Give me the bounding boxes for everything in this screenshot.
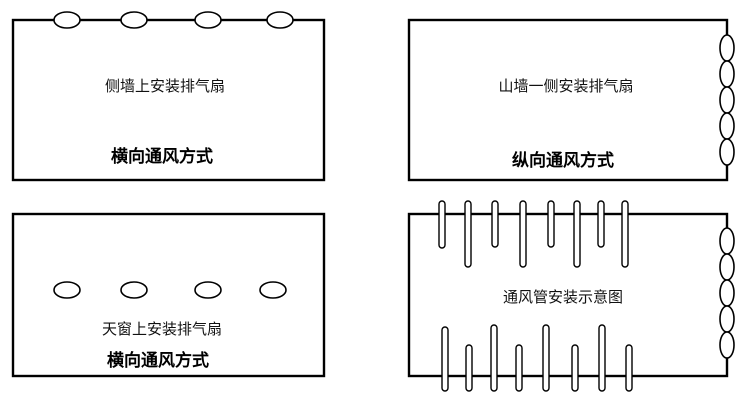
exhaust-fan-icon <box>259 281 287 299</box>
exhaust-fan-icon <box>719 279 735 307</box>
panel-caption: 山墙一侧安装排气扇 <box>498 77 633 95</box>
duct-pipe <box>598 324 606 392</box>
exhaust-fan-icon <box>194 281 222 299</box>
exhaust-fan-icon <box>719 112 735 140</box>
duct-pipe <box>441 326 449 392</box>
exhaust-fan-icon <box>719 138 735 166</box>
panel-caption: 天窗上安装排气扇 <box>102 320 222 338</box>
exhaust-fan-icon <box>719 305 735 333</box>
exhaust-fan-icon <box>120 281 148 299</box>
exhaust-fan-icon <box>53 281 81 299</box>
duct-pipe <box>464 200 472 268</box>
panel-side-wall-fans: 侧墙上安装排气扇 横向通风方式 <box>11 11 326 182</box>
duct-pipe <box>465 344 473 392</box>
duct-pipe <box>542 324 550 392</box>
panel-gable-wall-fans: 山墙一侧安装排气扇 纵向通风方式 <box>407 18 735 182</box>
exhaust-fan-icon <box>194 11 222 29</box>
duct-pipe <box>625 344 633 392</box>
duct-pipe <box>597 200 605 248</box>
exhaust-fan-icon <box>266 11 294 29</box>
panel-skylight-fans: 天窗上安装排气扇 横向通风方式 <box>11 212 326 378</box>
exhaust-fan-icon <box>719 227 735 255</box>
duct-pipe <box>571 344 579 392</box>
ventilation-mode-label: 横向通风方式 <box>107 350 209 371</box>
duct-pipe <box>547 200 555 248</box>
exhaust-fan-icon <box>719 331 735 359</box>
ventilation-mode-label: 横向通风方式 <box>111 146 213 167</box>
exhaust-fan-icon <box>719 86 735 114</box>
panel-duct-installation: 通风管安装示意图 <box>407 200 735 392</box>
duct-pipe <box>490 324 498 392</box>
building-outline <box>407 212 729 378</box>
exhaust-fan-icon <box>719 253 735 281</box>
duct-pipe <box>621 200 629 268</box>
duct-pipe <box>438 200 446 249</box>
duct-pipe <box>491 200 499 248</box>
exhaust-fan-icon <box>53 11 81 29</box>
building-outline <box>407 18 729 182</box>
duct-pipe <box>573 200 581 268</box>
ventilation-mode-label: 纵向通风方式 <box>512 150 614 171</box>
building-outline <box>11 18 326 182</box>
panel-caption: 通风管安装示意图 <box>503 288 623 306</box>
exhaust-fan-icon <box>120 11 148 29</box>
exhaust-fan-icon <box>719 34 735 62</box>
duct-pipe <box>519 200 527 268</box>
duct-pipe <box>515 344 523 392</box>
panel-caption: 侧墙上安装排气扇 <box>105 77 225 95</box>
exhaust-fan-icon <box>719 60 735 88</box>
